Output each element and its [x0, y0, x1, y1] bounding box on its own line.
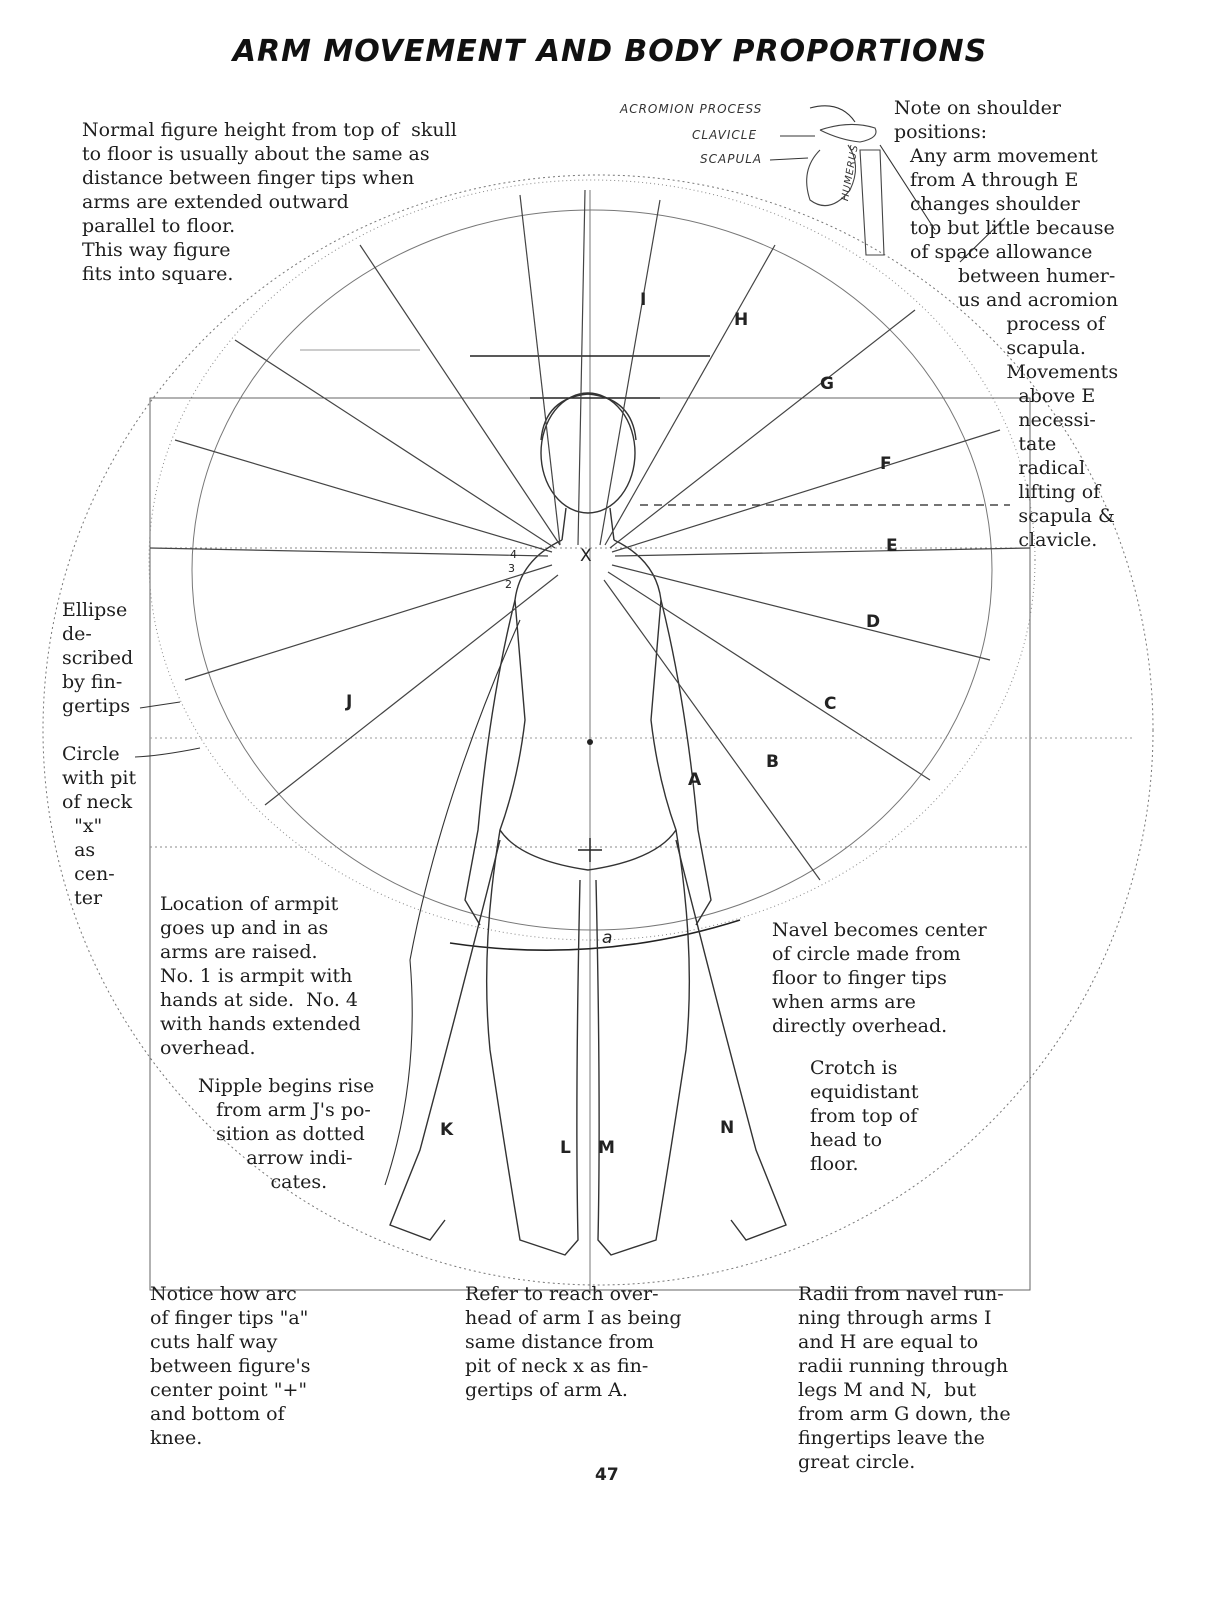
note-circle: Circle with pit of neck "x" as cen- ter	[62, 743, 137, 909]
note-shoulder-tail: between humer- us and acromion process o…	[958, 265, 1119, 551]
neck-circle	[148, 179, 1036, 941]
arm-label-f: F	[880, 454, 892, 474]
arm-positions	[149, 189, 1031, 881]
fingertip-arc	[449, 919, 741, 952]
arrow-armpit	[384, 619, 521, 1186]
label-acromion: ACROMION PROCESS	[620, 102, 763, 116]
arm-i-left	[519, 194, 561, 546]
leg-label-n: N	[720, 1118, 735, 1138]
armpit-number-3: 3	[508, 562, 515, 575]
arm-c	[607, 571, 931, 781]
arrow-acromion	[809, 105, 856, 123]
arrow-space-allowance	[879, 144, 936, 231]
acromion-shape	[819, 123, 877, 143]
note-nipple: Nipple begins rise from arm J's po- siti…	[198, 1075, 375, 1193]
label-scapula: SCAPULA	[700, 152, 763, 166]
page-number: 47	[595, 1465, 619, 1485]
note-shoulder-body: Any arm movement from A through E change…	[910, 145, 1115, 263]
note-figure-height: Normal figure height from top of skull t…	[82, 119, 457, 285]
navel-dot	[587, 739, 593, 745]
fingertip-ellipse	[191, 209, 993, 931]
human-figure	[389, 392, 787, 1256]
hair	[540, 393, 637, 441]
scapula-shape	[806, 144, 857, 207]
armpit-number-4: 4	[510, 548, 517, 561]
note-arc: Notice how arc of finger tips "a" cuts h…	[150, 1283, 311, 1449]
arm-h-left	[359, 244, 561, 546]
arm-f-left	[174, 439, 553, 553]
arm-label-a: A	[688, 770, 702, 790]
arm-b	[603, 579, 821, 881]
shoulder-anatomy-sketch	[806, 123, 885, 256]
neck	[561, 507, 615, 541]
leg-n	[675, 839, 787, 1241]
note-crotch: Crotch is equidistant from top of head t…	[810, 1057, 919, 1175]
leg-label-m: M	[598, 1138, 615, 1158]
arrow-space-allowance2	[959, 217, 1006, 263]
arm-label-i: I	[640, 290, 647, 310]
note-radii: Radii from navel run- ning through arms …	[798, 1283, 1011, 1473]
left-leg	[485, 829, 581, 1256]
arm-d	[611, 564, 991, 661]
arm-label-b: B	[766, 752, 779, 772]
leg-label-k: K	[440, 1120, 454, 1140]
head	[540, 392, 636, 514]
arm-g-left	[234, 339, 556, 549]
arm-label-j: J	[346, 692, 353, 712]
arm-e-left	[149, 547, 549, 557]
arm-at-side-left	[464, 599, 516, 926]
armpit-number-2: 2	[505, 578, 512, 591]
great-circle	[42, 174, 1154, 1286]
page-title: ARM MOVEMENT AND BODY PROPORTIONS	[232, 34, 988, 69]
arrow-scapula	[769, 157, 809, 161]
arm-f	[611, 429, 1001, 553]
arm-label-d: D	[866, 612, 881, 632]
arm-e	[614, 547, 1031, 557]
leg-k	[389, 839, 501, 1241]
arrow-ellipse	[139, 701, 181, 709]
arrow-circle	[134, 747, 201, 758]
arm-label-e: E	[886, 536, 898, 556]
arm-at-side-right	[660, 599, 712, 926]
arm-h	[604, 244, 776, 546]
arc-mark: a	[602, 928, 613, 948]
arm-label-c: C	[824, 694, 837, 714]
arm-label-g: G	[820, 374, 834, 394]
arm-d-left	[184, 564, 553, 681]
arm-i	[577, 189, 661, 546]
note-navel: Navel becomes center of circle made from…	[772, 919, 987, 1037]
arm-g	[609, 309, 916, 549]
leg-label-l: L	[560, 1138, 571, 1158]
arm-label-h: H	[734, 310, 749, 330]
label-clavicle: CLAVICLE	[692, 128, 758, 142]
note-ellipse: Ellipse de- scribed by fin- gertips	[62, 599, 134, 717]
neck-pit-mark: X	[580, 546, 592, 566]
torso	[499, 539, 677, 871]
note-shoulder-heading: Note on shoulder positions:	[894, 97, 1061, 143]
arm-j	[264, 574, 559, 806]
note-armpit: Location of armpit goes up and in as arm…	[160, 893, 361, 1059]
humerus-shape	[859, 149, 885, 256]
note-reach: Refer to reach over- head of arm I as be…	[465, 1283, 682, 1401]
right-leg	[595, 829, 691, 1256]
